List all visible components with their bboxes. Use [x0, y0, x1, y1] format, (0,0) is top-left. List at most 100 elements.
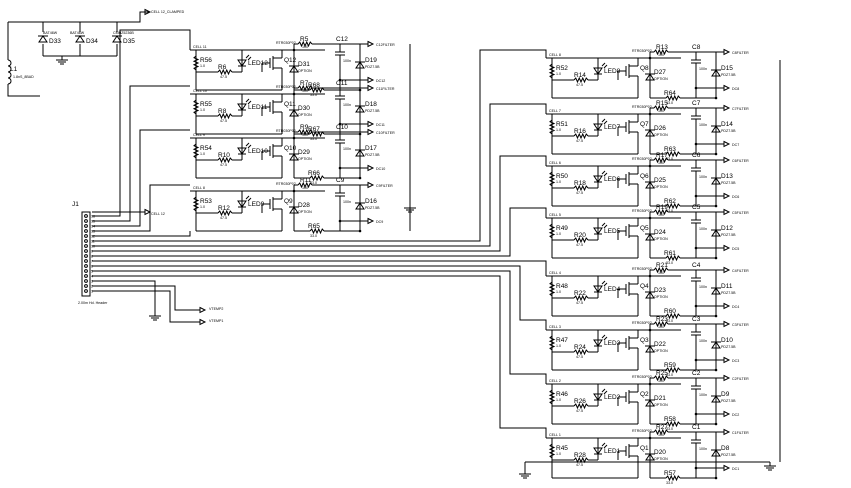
bottom-resistor: [665, 420, 681, 428]
option-diode: [289, 109, 299, 117]
cell-label: CELL 4: [549, 271, 561, 275]
bus-wire: [92, 129, 190, 227]
led-resistor-ref: R26: [574, 398, 586, 405]
led-resistor-ref: R18: [574, 180, 586, 187]
zener-ref: D18: [365, 101, 377, 108]
bottom-resistor-value: 33.0: [666, 209, 673, 213]
top-resistor-value: 100: [658, 53, 664, 57]
divider-resistor: [192, 143, 200, 159]
zener-diode: [711, 177, 721, 185]
diode-body: [645, 345, 655, 353]
filter-output-label: C6FILTER: [732, 159, 749, 163]
diode-body: [355, 149, 365, 157]
j1-caption: 2.00m Hd. Header: [78, 301, 108, 305]
net-arrow: [367, 164, 375, 172]
option-diode-ref: D23: [654, 287, 666, 294]
header-pin-number: 3: [91, 280, 93, 284]
cell-label: CELL 1: [549, 433, 561, 437]
diode-body: [289, 65, 299, 73]
net-arrow: [367, 181, 375, 189]
capacitor-value: 100n: [699, 447, 707, 451]
zener-value: PDZ7.5B: [365, 153, 380, 157]
d33-ref: D33: [49, 38, 61, 45]
bottom-resistor-value: 33.0: [666, 481, 673, 485]
divider-resistor: [548, 281, 556, 297]
bottom-resistor-value: 33.0: [310, 234, 317, 238]
d35-ref: D35: [123, 38, 135, 45]
capacitor-ref: C3: [692, 316, 701, 323]
junction-dot: [648, 382, 652, 386]
led-ray: [245, 142, 250, 147]
option-diode: [289, 206, 299, 214]
capacitor-ref: C10: [336, 124, 348, 131]
led-ref: LED10: [248, 148, 268, 155]
led-resistor: [573, 184, 589, 192]
cell-label: CELL 11: [193, 45, 207, 49]
led-ray: [601, 280, 606, 285]
junction-dot: [694, 142, 698, 146]
top-resistor-ref: R5: [300, 36, 309, 43]
led-resistor: [217, 209, 233, 217]
led-resistor: [573, 348, 589, 356]
led-resistor-value: 47.5: [220, 75, 227, 79]
diode-body: [289, 109, 299, 117]
net-arrow: [723, 244, 731, 252]
led-ray: [601, 334, 606, 339]
bottom-resistor-ref: R65: [308, 223, 320, 230]
top-resistor-ref: R21: [656, 262, 668, 269]
bottom-resistor-value: 33.0: [666, 319, 673, 323]
bottom-resistor-ref: R62: [664, 198, 676, 205]
option-diode: [645, 73, 655, 81]
capacitor-value: 100n: [699, 393, 707, 397]
zener-ref: D10: [721, 337, 733, 344]
top-resistor-value: 100: [658, 213, 664, 217]
mosfet-ref: Q2: [640, 391, 649, 398]
dc-output-label: DC1: [732, 467, 739, 471]
led-resistor-value: 47.5: [576, 355, 583, 359]
header-pin-number: 14: [91, 225, 95, 229]
divider-resistor: [548, 223, 556, 239]
dc-output-label: DC6: [732, 195, 739, 199]
header-pin-number: 2: [91, 285, 93, 289]
zener-value: PDZ7.5B: [365, 65, 380, 69]
junction-dot: [694, 358, 698, 362]
bottom-resistor-value: 33.0: [310, 181, 317, 185]
led-ray: [601, 222, 606, 227]
option-diode: [645, 345, 655, 353]
top-resistor: [653, 48, 669, 56]
led-resistor-ref: R22: [574, 290, 586, 297]
net-arrow: [367, 84, 375, 92]
led-ray: [247, 100, 252, 105]
capacitor-value: 100n: [699, 227, 707, 231]
option-diode: [645, 233, 655, 241]
led-resistor-ref: R20: [574, 232, 586, 239]
net-arrow: [367, 120, 375, 128]
junction-dot: [714, 204, 718, 208]
junction-dot: [648, 328, 652, 332]
cell-label: CELL 6: [549, 161, 561, 165]
divider-ref: R45: [556, 445, 568, 452]
cell-label: CELL 8: [193, 186, 205, 190]
header-pin-number: 9: [91, 250, 93, 254]
top-resistor-value: 100: [658, 161, 664, 165]
option-diode: [645, 291, 655, 299]
dc-output-label: DC7: [732, 143, 739, 147]
divider-ref: R46: [556, 391, 568, 398]
bus-wire: [92, 265, 547, 330]
mosfet-ref: Q8: [640, 65, 649, 72]
capacitor-value: 100n: [699, 175, 707, 179]
option-diode-value: OPTION: [298, 157, 312, 161]
cell-label: CELL 5: [549, 213, 561, 217]
bottom-resistor-value: 33.0: [310, 137, 317, 141]
filter-output-label: C1FILTER: [732, 431, 749, 435]
led-ref: LED9: [248, 201, 265, 208]
led-ray: [247, 144, 252, 149]
diode-body: [355, 105, 365, 113]
zener-ref: D17: [365, 145, 377, 152]
bottom-resistor-ref: R59: [664, 362, 676, 369]
option-diode-value: OPTION: [298, 69, 312, 73]
